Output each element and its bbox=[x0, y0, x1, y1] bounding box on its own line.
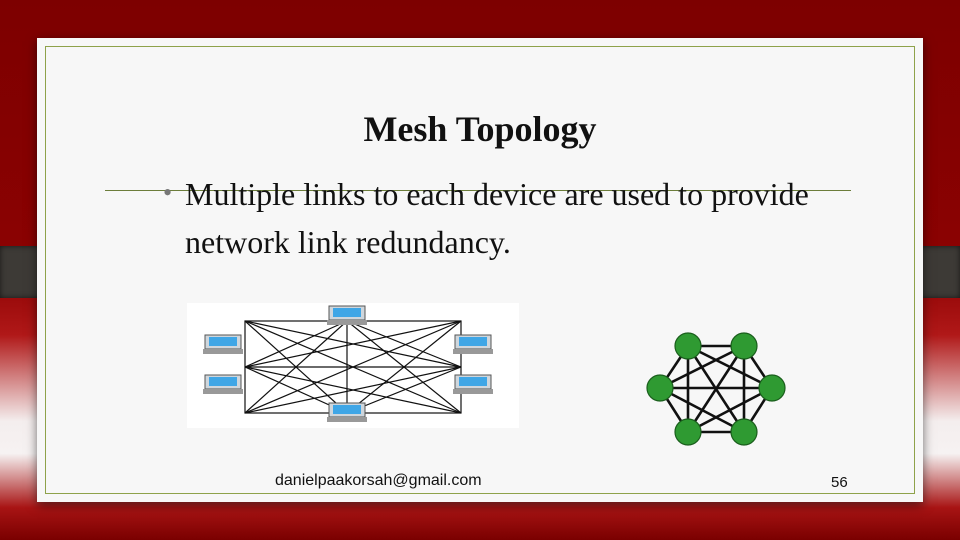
computer-icon bbox=[453, 334, 493, 354]
title-rule bbox=[105, 190, 851, 191]
slide-inner-border bbox=[45, 46, 915, 494]
mesh-node bbox=[758, 374, 786, 402]
slide-title: Mesh Topology bbox=[363, 109, 597, 149]
computer-icon bbox=[327, 402, 367, 422]
bullet-text: Multiple links to each device are used t… bbox=[185, 176, 809, 260]
mesh-node bbox=[730, 418, 758, 446]
computer-mesh-diagram bbox=[187, 303, 519, 428]
footer-email: danielpaakorsah@gmail.com bbox=[275, 472, 482, 489]
computer-icon bbox=[453, 374, 493, 394]
page-number: 56 bbox=[831, 474, 848, 491]
mesh-node bbox=[674, 418, 702, 446]
computer-icon bbox=[203, 334, 243, 354]
mesh-node bbox=[646, 374, 674, 402]
node-mesh-diagram bbox=[646, 332, 786, 446]
bullet-icon: • bbox=[163, 178, 173, 207]
computer-icon bbox=[203, 374, 243, 394]
mesh-node bbox=[730, 332, 758, 360]
mesh-node bbox=[674, 332, 702, 360]
computer-icon bbox=[327, 305, 367, 325]
